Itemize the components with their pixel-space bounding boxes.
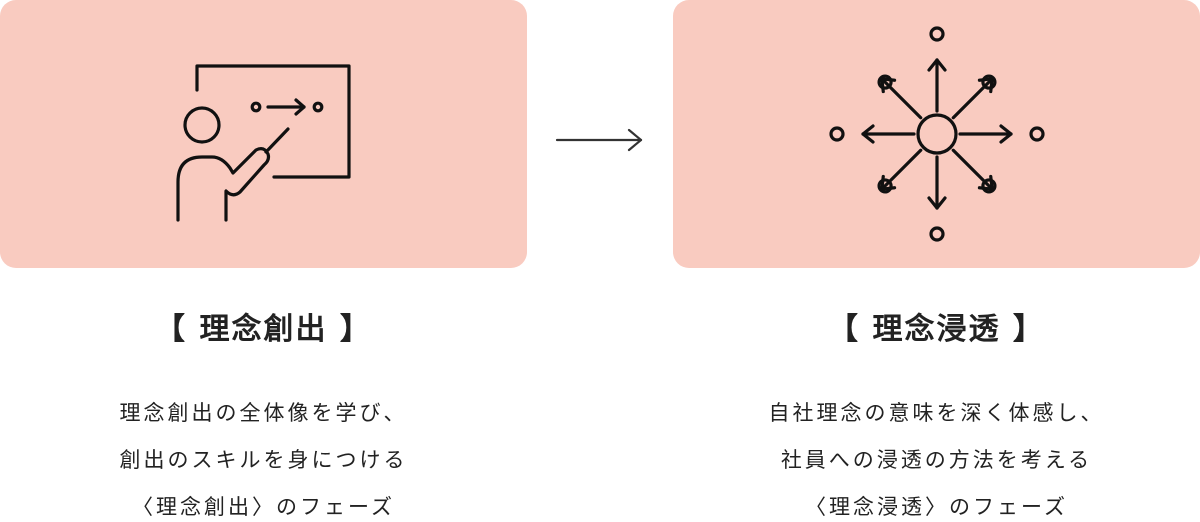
phase-card-spread: [673, 0, 1200, 268]
phase-title-create: 【 理念創出 】: [155, 312, 372, 347]
ray-arrowhead: [999, 124, 1013, 144]
outer-node: [829, 126, 845, 142]
description-line: 創出のスキルを身につける: [119, 448, 408, 472]
phase-description-spread: 自社理念の意味を深く体感し、 社員への浸透の方法を考える 〈理念浸透〉のフェーズ: [673, 390, 1200, 522]
ray-arrowhead: [927, 58, 947, 72]
phase-title-spread: 【 理念浸透 】: [828, 312, 1045, 347]
phase-description-create: 理念創出の全体像を学び、 創出のスキルを身につける 〈理念創出〉のフェーズ: [0, 390, 527, 522]
ray-arrowhead: [927, 196, 947, 210]
description-line: 自社理念の意味を深く体感し、: [768, 401, 1105, 425]
hub-circle: [916, 113, 958, 155]
description-line: 理念創出の全体像を学び、: [119, 401, 408, 425]
outer-node: [981, 178, 997, 194]
ray-line: [951, 148, 994, 191]
outer-node: [877, 178, 893, 194]
ray-line: [880, 77, 923, 120]
radiating-arrows-icon: [829, 26, 1045, 242]
outer-node: [1029, 126, 1045, 142]
phase-card-create: [0, 0, 527, 268]
outer-node: [877, 74, 893, 90]
description-line: 社員への浸透の方法を考える: [780, 448, 1093, 472]
ray-arrowhead: [861, 124, 875, 144]
outer-node: [981, 74, 997, 90]
description-line: 〈理念創出〉のフェーズ: [132, 495, 395, 519]
outer-node: [929, 226, 945, 242]
description-line: 〈理念浸透〉のフェーズ: [805, 495, 1068, 519]
ray-line: [951, 77, 994, 120]
right-arrow-icon: [555, 128, 643, 152]
presentation-teacher-icon: [176, 64, 351, 222]
outer-node: [929, 26, 945, 42]
ray-line: [880, 148, 923, 191]
